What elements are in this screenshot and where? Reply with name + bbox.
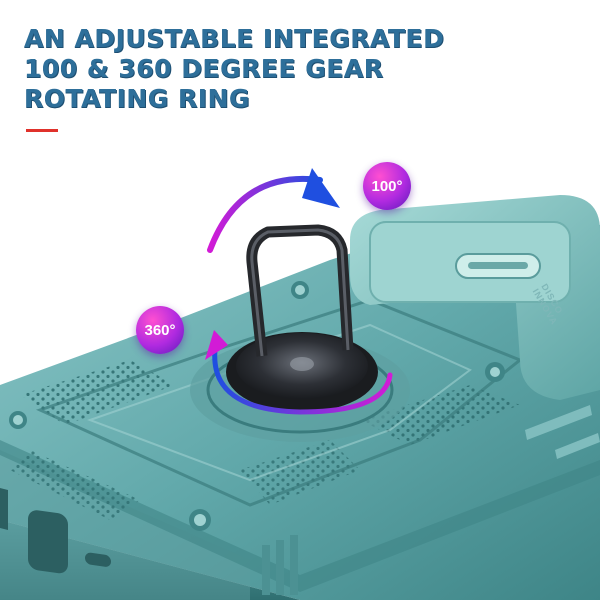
- circular-arrow-icon: [205, 330, 393, 415]
- angle-badge-100: 100°: [363, 162, 411, 210]
- camera-slide-cover: [350, 195, 600, 400]
- headline: AN ADJUSTABLE INTEGRATED 100 & 360 DEGRE…: [24, 24, 444, 114]
- ring-holder: [190, 224, 410, 442]
- headline-line-1: AN ADJUSTABLE INTEGRATED: [24, 24, 445, 53]
- headline-line-3: ROTATING RING: [24, 84, 251, 113]
- curved-arrow-icon: [207, 168, 340, 253]
- accent-bar: [26, 129, 58, 132]
- headline-line-2: 100 & 360 DEGREE GEAR: [24, 54, 384, 83]
- angle-badge-360: 360°: [136, 306, 184, 354]
